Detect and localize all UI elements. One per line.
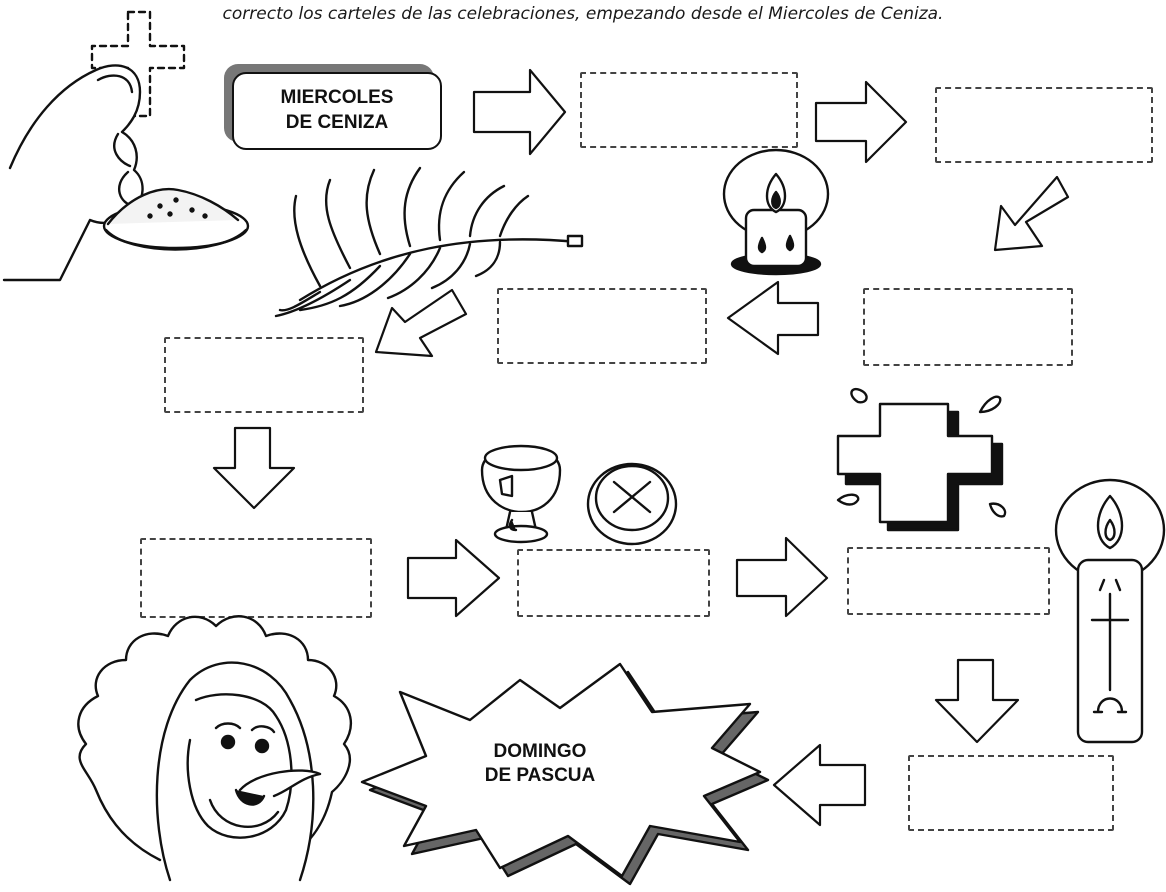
instruction-text: correcto los carteles de las celebracion… [222, 4, 944, 24]
chalice-and-host-icon [480, 444, 678, 546]
blank-box-5[interactable] [164, 337, 364, 413]
arrow-right-3 [406, 538, 501, 618]
blank-box-2[interactable] [935, 87, 1153, 163]
arrow-right-1 [472, 68, 567, 156]
arrow-right-2 [814, 80, 908, 164]
start-card-miercoles-de-ceniza: MIERCOLES DE CENIZA [232, 72, 442, 150]
cross-icon [836, 387, 1007, 532]
blank-box-6[interactable] [140, 538, 372, 618]
start-card-label: MIERCOLES DE CENIZA [280, 87, 394, 133]
risen-jesus-icon [77, 615, 353, 882]
arrow-down-1 [212, 426, 296, 510]
blank-box-8[interactable] [847, 547, 1050, 615]
arrow-down-left-2 [374, 288, 468, 358]
palm-branch-icon [274, 166, 584, 318]
paschal-candle-icon [1054, 478, 1166, 744]
blank-box-3[interactable] [863, 288, 1073, 366]
candle-icon [722, 148, 830, 276]
hand-with-ashes-icon [2, 10, 250, 282]
arrow-right-4 [735, 536, 829, 618]
blank-box-4[interactable] [497, 288, 707, 364]
arrow-down-left-1 [993, 175, 1070, 252]
end-card-label: DOMINGO DE PASCUA [484, 741, 596, 786]
blank-box-7[interactable] [517, 549, 710, 617]
starburst-shape [360, 662, 770, 886]
blank-box-9[interactable] [908, 755, 1114, 831]
arrow-left-1 [726, 280, 820, 356]
arrow-down-2 [934, 658, 1020, 744]
blank-box-1[interactable] [580, 72, 798, 148]
arrow-left-2 [772, 743, 867, 827]
